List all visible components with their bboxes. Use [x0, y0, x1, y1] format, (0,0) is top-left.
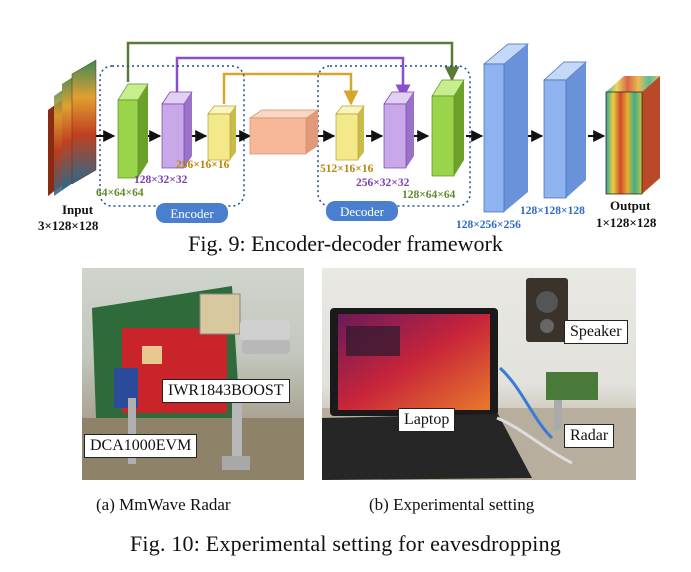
encoder-badge [156, 203, 228, 223]
speaker-label: Speaker [564, 320, 628, 344]
mmwave-radar-photo: IWR1843BOOST DCA1000EVM [82, 268, 304, 480]
decoder-layer-2 [383, 91, 415, 169]
input-spectrogram-stack [48, 59, 97, 196]
decoder-badge [326, 201, 398, 221]
dim-enc2: 128×32×32 [134, 174, 188, 186]
encoder-layer-3 [207, 105, 237, 161]
experimental-setting-photo: Speaker Laptop Radar [322, 268, 636, 480]
dim-enc3: 256×16×16 [176, 159, 230, 171]
skip-connection-gold [222, 72, 359, 106]
decoder-label: Decoder [340, 204, 385, 219]
bottleneck-block [248, 109, 320, 155]
iwr1843boost-label: IWR1843BOOST [162, 379, 290, 403]
dim-fc1: 128×256×256 [456, 219, 521, 231]
encoder-decoder-diagram: 64×64×64 128×32×32 256×16×16 512×16×16 2… [38, 41, 660, 232]
input-dims: 3×128×128 [38, 218, 99, 232]
skip-connection-green [126, 41, 460, 82]
decoder-layer-3 [431, 79, 465, 177]
encoder-label: Encoder [170, 206, 214, 221]
encoder-layer-2 [161, 91, 193, 169]
lab-scene-illustration [322, 278, 636, 480]
laptop-label: Laptop [398, 408, 456, 432]
subcaption-b: (b) Experimental setting [369, 495, 535, 514]
output-label: Output [610, 198, 651, 213]
dim-dec2: 256×32×32 [356, 177, 410, 189]
dim-fc2: 128×128×128 [520, 205, 585, 217]
fc-block-1 [483, 43, 529, 213]
fig9-caption: Fig. 9: Encoder-decoder framework [188, 231, 503, 256]
output-dims: 1×128×128 [596, 215, 657, 230]
encoder-layer-1 [117, 83, 149, 179]
dim-enc1: 64×64×64 [96, 187, 144, 199]
dim-dec1: 512×16×16 [320, 163, 374, 175]
subcaption-a: (a) MmWave Radar [96, 495, 231, 514]
input-label: Input [62, 202, 94, 217]
dim-dec3: 128×64×64 [402, 189, 456, 201]
fig10-caption: Fig. 10: Experimental setting for eavesd… [130, 531, 561, 556]
output-spectrogram [605, 76, 660, 195]
radar-label: Radar [564, 424, 615, 448]
skip-connection-purple [175, 56, 411, 100]
dca1000evm-label: DCA1000EVM [84, 434, 198, 458]
decoder-layer-1 [335, 105, 365, 161]
fc-block-2 [543, 61, 587, 199]
